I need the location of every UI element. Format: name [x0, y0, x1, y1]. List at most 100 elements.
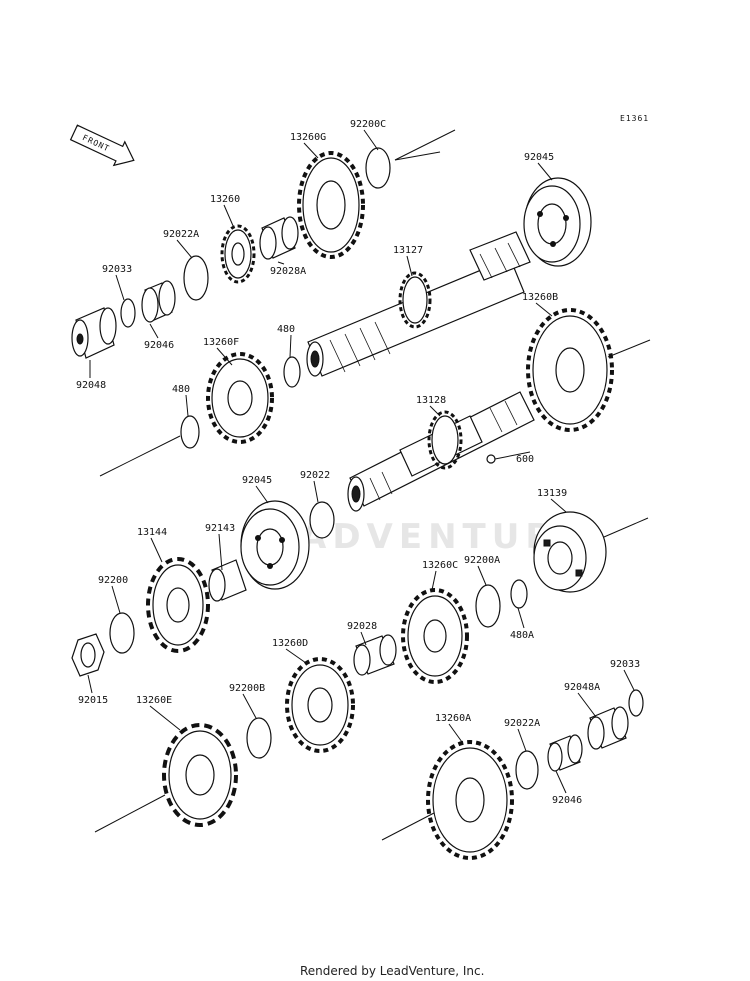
part-label[interactable]: 13260 — [210, 194, 240, 205]
leader-line — [111, 585, 121, 614]
leader-line — [429, 405, 441, 417]
part-label[interactable]: 92045 — [242, 475, 272, 486]
nut-92015[interactable] — [71, 633, 105, 677]
leader-line — [550, 498, 567, 513]
shaft-13127-gear — [398, 271, 432, 329]
gear-13260[interactable] — [220, 224, 256, 284]
collar-92048a[interactable] — [587, 706, 629, 750]
part-label[interactable]: 13144 — [137, 527, 167, 538]
footer-credit: Rendered by LeadVenture, Inc. — [300, 964, 484, 978]
leader-line — [149, 705, 181, 731]
part-label[interactable]: 13260C — [422, 560, 458, 571]
axis-line-13260e — [94, 794, 166, 833]
leader-line — [255, 485, 269, 504]
part-label[interactable]: 13260E — [136, 695, 172, 706]
ball-bearing-92045-lower[interactable] — [240, 500, 310, 590]
leader-line — [363, 129, 379, 151]
gear-13260d[interactable] — [285, 657, 355, 753]
part-label[interactable]: 92046 — [552, 795, 582, 806]
part-label[interactable]: 92022A — [504, 718, 540, 729]
circlip-480-upper[interactable] — [283, 356, 301, 388]
needle-bearing-92028a[interactable] — [259, 216, 299, 260]
part-label[interactable]: 92045 — [524, 152, 554, 163]
needle-bearing-92028[interactable] — [353, 634, 397, 676]
shaft-13128-gear — [427, 410, 463, 470]
needle-bearing-92046-lower[interactable] — [547, 734, 583, 772]
washer-92022[interactable] — [309, 501, 335, 539]
leader-line — [623, 669, 635, 691]
part-label[interactable]: 92015 — [78, 695, 108, 706]
leader-line — [149, 323, 159, 339]
part-label[interactable]: 13127 — [393, 245, 423, 256]
part-label[interactable]: 13260B — [522, 292, 558, 303]
part-label[interactable]: 13260F — [203, 337, 239, 348]
washer-92022a[interactable] — [183, 255, 209, 301]
part-label[interactable]: 92028 — [347, 621, 377, 632]
leader-line — [277, 261, 285, 265]
leader-line — [218, 533, 223, 571]
leader-line — [406, 255, 413, 277]
circlip-92033-lower[interactable] — [628, 689, 644, 717]
leader-line — [216, 347, 233, 366]
leader-line — [517, 607, 525, 629]
leader-line — [448, 723, 463, 743]
axis-line-13260b — [607, 339, 651, 358]
part-label[interactable]: 92200C — [350, 119, 386, 130]
hub-13139[interactable] — [533, 511, 607, 593]
part-label[interactable]: 480A — [510, 630, 534, 641]
part-label[interactable]: 92048A — [564, 682, 600, 693]
part-label[interactable]: 92048 — [76, 380, 106, 391]
ball-600[interactable] — [486, 454, 496, 464]
axis-line-13260a — [381, 812, 435, 841]
collar-92143[interactable] — [208, 559, 247, 602]
part-label[interactable]: 92046 — [144, 340, 174, 351]
washer-92200c[interactable] — [365, 147, 391, 189]
needle-bearing-92046[interactable] — [141, 280, 176, 323]
leader-line — [285, 648, 307, 664]
washer-92022a-lower[interactable] — [515, 750, 539, 790]
diagram-code: E1361 — [620, 114, 649, 123]
gear-13260f[interactable] — [206, 352, 274, 444]
axis-line-upper-right-2 — [394, 151, 441, 161]
leader-line — [360, 631, 367, 646]
part-label[interactable]: 92022A — [163, 229, 199, 240]
circlip-480a[interactable] — [510, 579, 528, 609]
washer-92200[interactable] — [109, 612, 135, 654]
circlip-480-lower[interactable] — [180, 415, 200, 449]
part-label[interactable]: 13128 — [416, 395, 446, 406]
leader-line — [150, 537, 163, 563]
part-label[interactable]: 600 — [516, 454, 534, 465]
part-label[interactable]: 13139 — [537, 488, 567, 499]
part-label[interactable]: 92200 — [98, 575, 128, 586]
part-label[interactable]: 480 — [172, 384, 190, 395]
sprocket-13144[interactable] — [146, 557, 210, 653]
part-label[interactable]: 92022 — [300, 470, 330, 481]
part-label[interactable]: 13260A — [435, 713, 471, 724]
gear-13260e[interactable] — [162, 723, 238, 827]
gear-13260b[interactable] — [526, 308, 614, 432]
circlip-92033[interactable] — [120, 298, 136, 328]
gear-13260g[interactable] — [297, 151, 365, 259]
part-label[interactable]: 480 — [277, 324, 295, 335]
ball-bearing-92045-upper[interactable] — [523, 177, 592, 267]
leader-line — [535, 302, 553, 317]
part-label[interactable]: 92200B — [229, 683, 265, 694]
gear-13260c[interactable] — [401, 588, 469, 684]
leader-line — [494, 451, 531, 460]
collar-92048[interactable] — [71, 307, 117, 359]
gear-13260a[interactable] — [426, 740, 514, 860]
leader-line — [477, 565, 487, 586]
part-label[interactable]: 92033 — [610, 659, 640, 670]
leader-line — [555, 770, 567, 794]
part-label[interactable]: 92143 — [205, 523, 235, 534]
axis-line-upper-right — [394, 129, 456, 161]
leader-line — [303, 142, 319, 159]
part-label[interactable]: 13260G — [290, 132, 326, 143]
part-label[interactable]: 92028A — [270, 266, 306, 277]
part-label[interactable]: 92200A — [464, 555, 500, 566]
washer-92200b[interactable] — [246, 717, 272, 759]
leader-line — [289, 334, 292, 358]
part-label[interactable]: 13260D — [272, 638, 308, 649]
washer-92200a[interactable] — [475, 584, 501, 628]
part-label[interactable]: 92033 — [102, 264, 132, 275]
